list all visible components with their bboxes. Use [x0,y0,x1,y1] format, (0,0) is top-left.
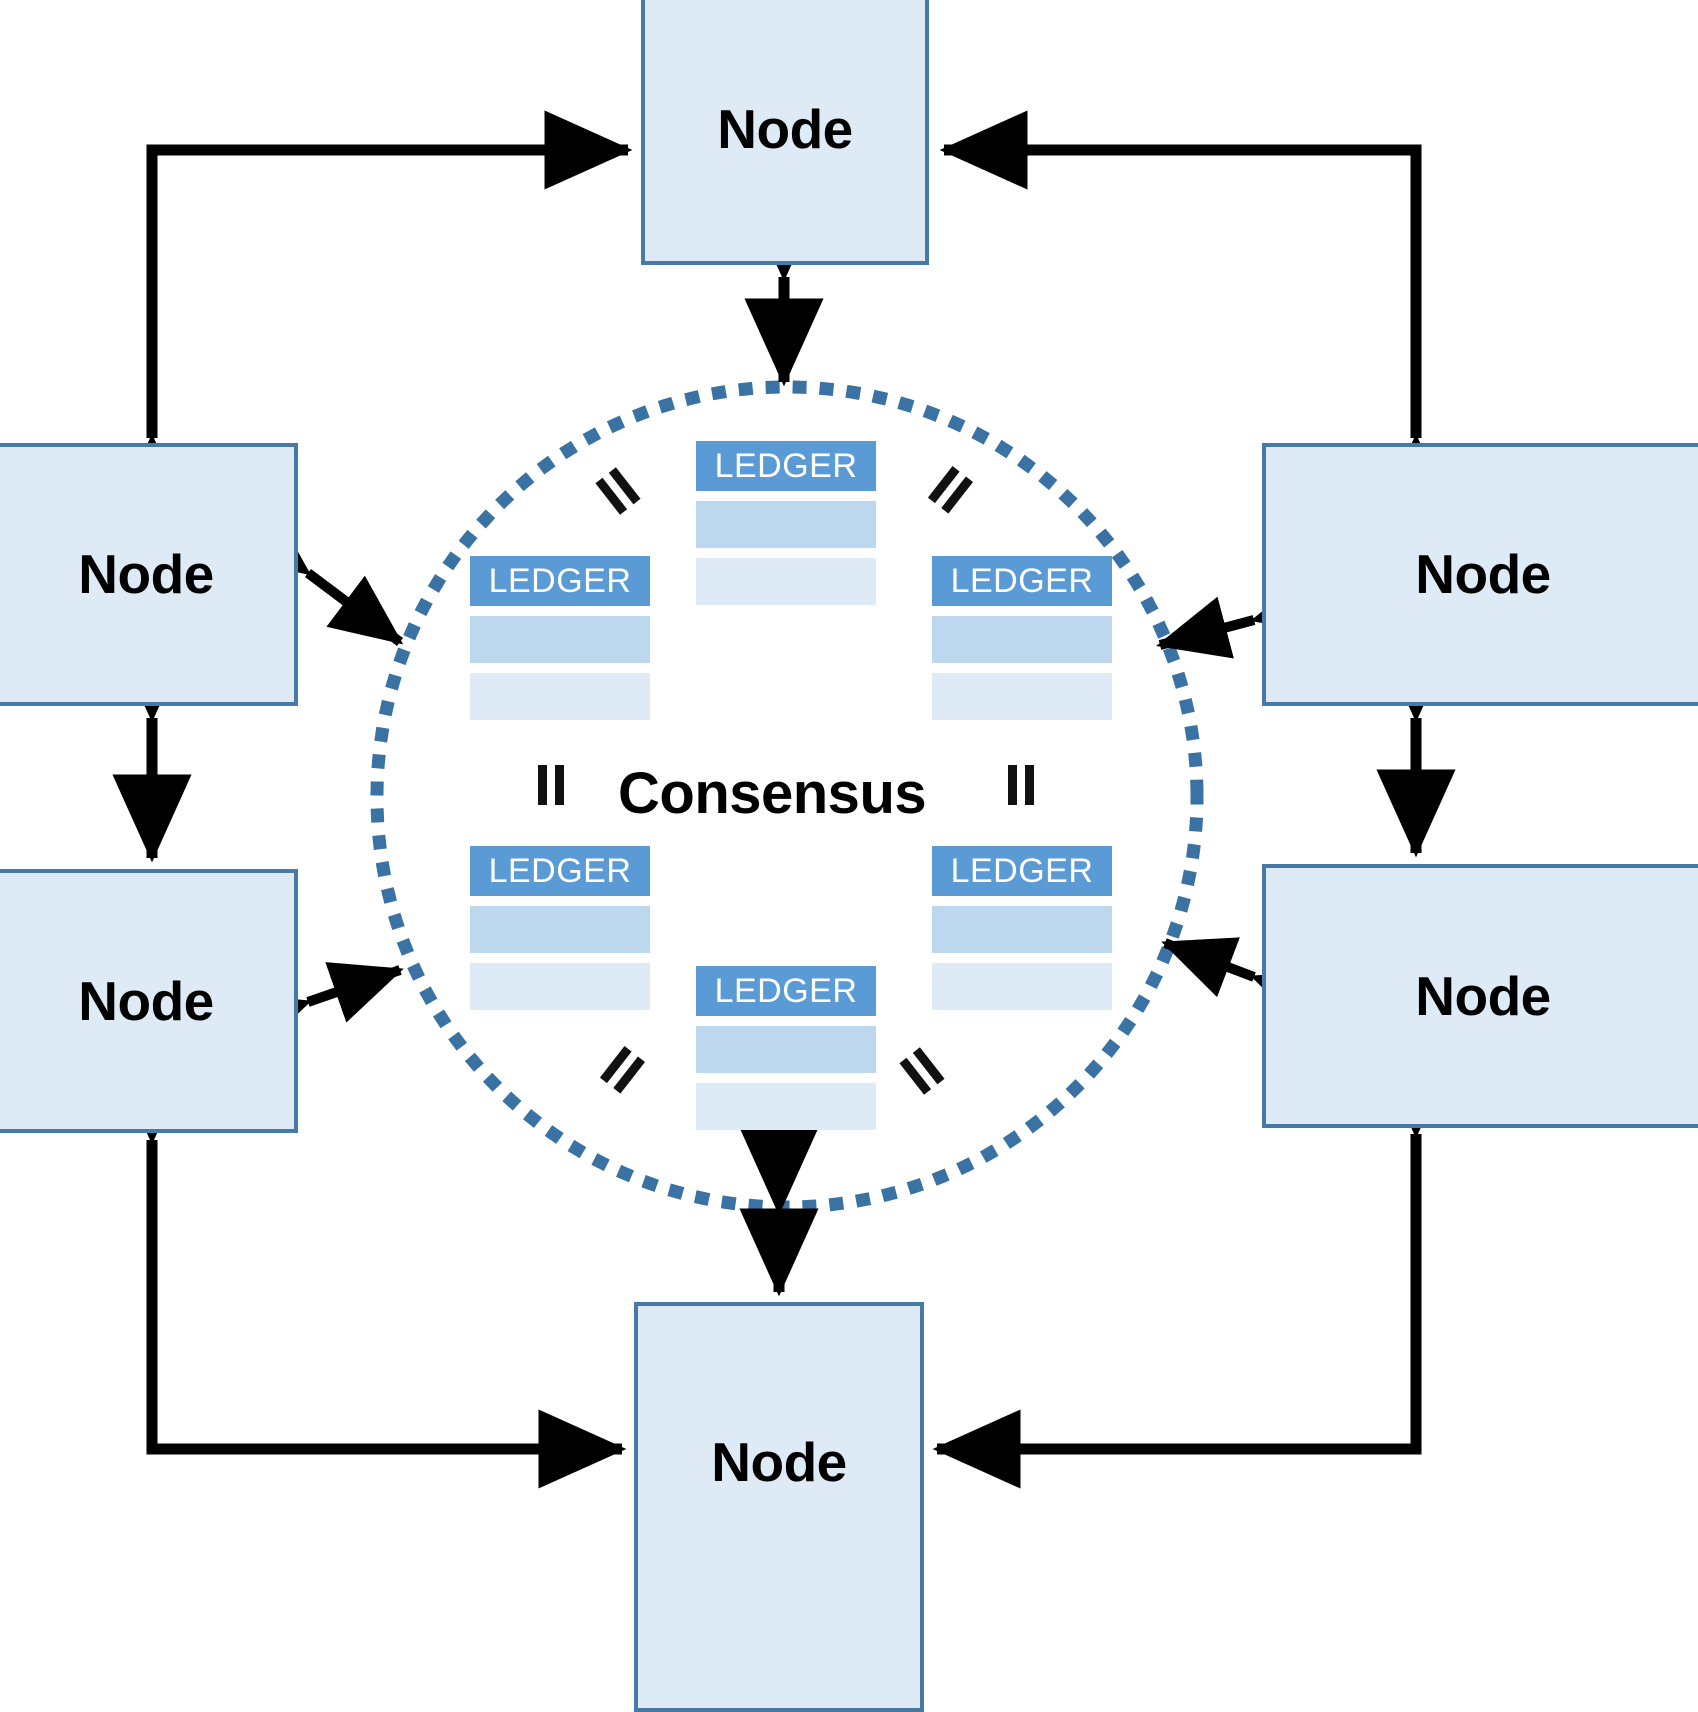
node-label: Node [78,543,214,605]
equals-icon-mid-right [1000,765,1044,809]
ledger-top[interactable]: LEDGER [696,441,876,605]
ledger-row-mid [696,501,876,548]
conn-topright-elbow [939,110,1456,522]
conn-topleft-elbow [112,110,633,522]
ledger-row-mid [470,906,650,953]
node-bottom[interactable]: Node [634,1302,924,1712]
ledger-row-light [932,963,1112,1010]
ledger-header-label: LEDGER [470,846,650,896]
ledger-header-label: LEDGER [932,846,1112,896]
ledger-row-mid [932,906,1112,953]
ledger-row-light [696,1083,876,1130]
ledger-row-mid [932,616,1112,663]
ledger-header-label: LEDGER [696,966,876,1016]
node-label: Node [1415,964,1551,1027]
ledger-left-upper[interactable]: LEDGER [470,556,650,720]
node-right-lower[interactable]: Node [1262,864,1698,1128]
ledger-bottom[interactable]: LEDGER [696,966,876,1130]
node-right-upper[interactable]: Node [1262,443,1698,706]
conn-leftupper-center [234,506,404,646]
conn-rightlower-center [1161,937,1329,1032]
node-left-lower[interactable]: Node [0,869,298,1133]
ledger-row-light [932,673,1112,720]
ledger-row-light [470,673,650,720]
consensus-label: Consensus [618,761,927,826]
node-top[interactable]: Node [641,0,929,265]
ledger-row-light [696,558,876,605]
ledger-right-lower[interactable]: LEDGER [932,846,1112,1010]
node-label: Node [711,1430,847,1493]
conn-bottomleft-elbow [112,1056,627,1489]
node-label: Node [1415,543,1551,605]
conn-leftlower-center [233,962,404,1055]
node-left-upper[interactable]: Node [0,443,298,706]
equals-icon-mid-left [530,765,574,809]
ledger-row-mid [470,616,650,663]
ledger-row-mid [696,1026,876,1073]
ledger-header-label: LEDGER [470,556,650,606]
ledger-left-lower[interactable]: LEDGER [470,846,650,1010]
ledger-header-label: LEDGER [696,441,876,491]
ledger-row-light [470,963,650,1010]
node-label: Node [717,98,853,160]
node-label: Node [78,969,214,1032]
conn-bottomright-elbow [932,1050,1456,1489]
conn-rightupper-center [1156,571,1328,659]
ledger-right-upper[interactable]: LEDGER [932,556,1112,720]
ledger-header-label: LEDGER [932,556,1112,606]
